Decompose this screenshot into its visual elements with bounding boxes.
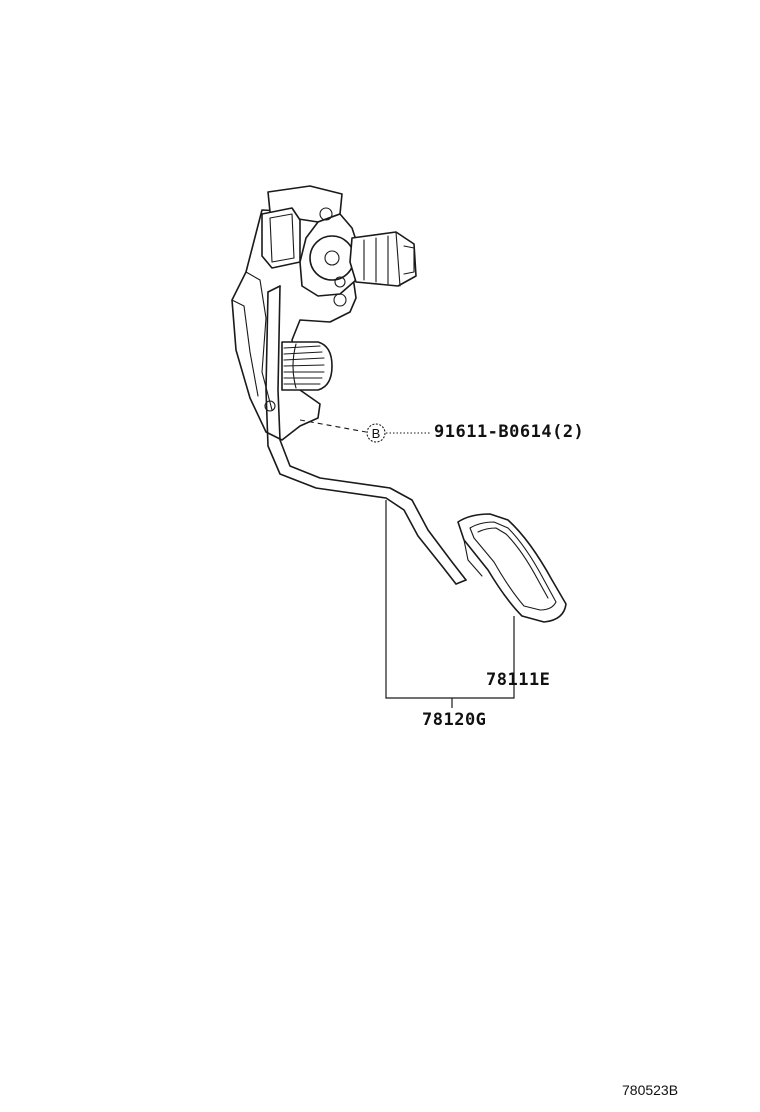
assembly-leader — [385, 500, 515, 699]
assembly-part-number: 78120G — [422, 710, 487, 730]
return-spring — [281, 341, 333, 391]
sensor-housing — [261, 185, 361, 297]
figure-reference: 780523B — [622, 1082, 679, 1098]
bolt-callout-letter: B — [372, 426, 381, 441]
bolt-callout-circle: B — [366, 423, 386, 443]
connector — [349, 231, 417, 287]
bolt-part-number: 91611-B0614(2) — [434, 422, 585, 442]
pedal-arm — [265, 285, 467, 585]
pedal-pad — [457, 513, 567, 623]
bolt-dashed-leader — [299, 419, 367, 433]
pad-part-number: 78111E — [486, 670, 551, 690]
